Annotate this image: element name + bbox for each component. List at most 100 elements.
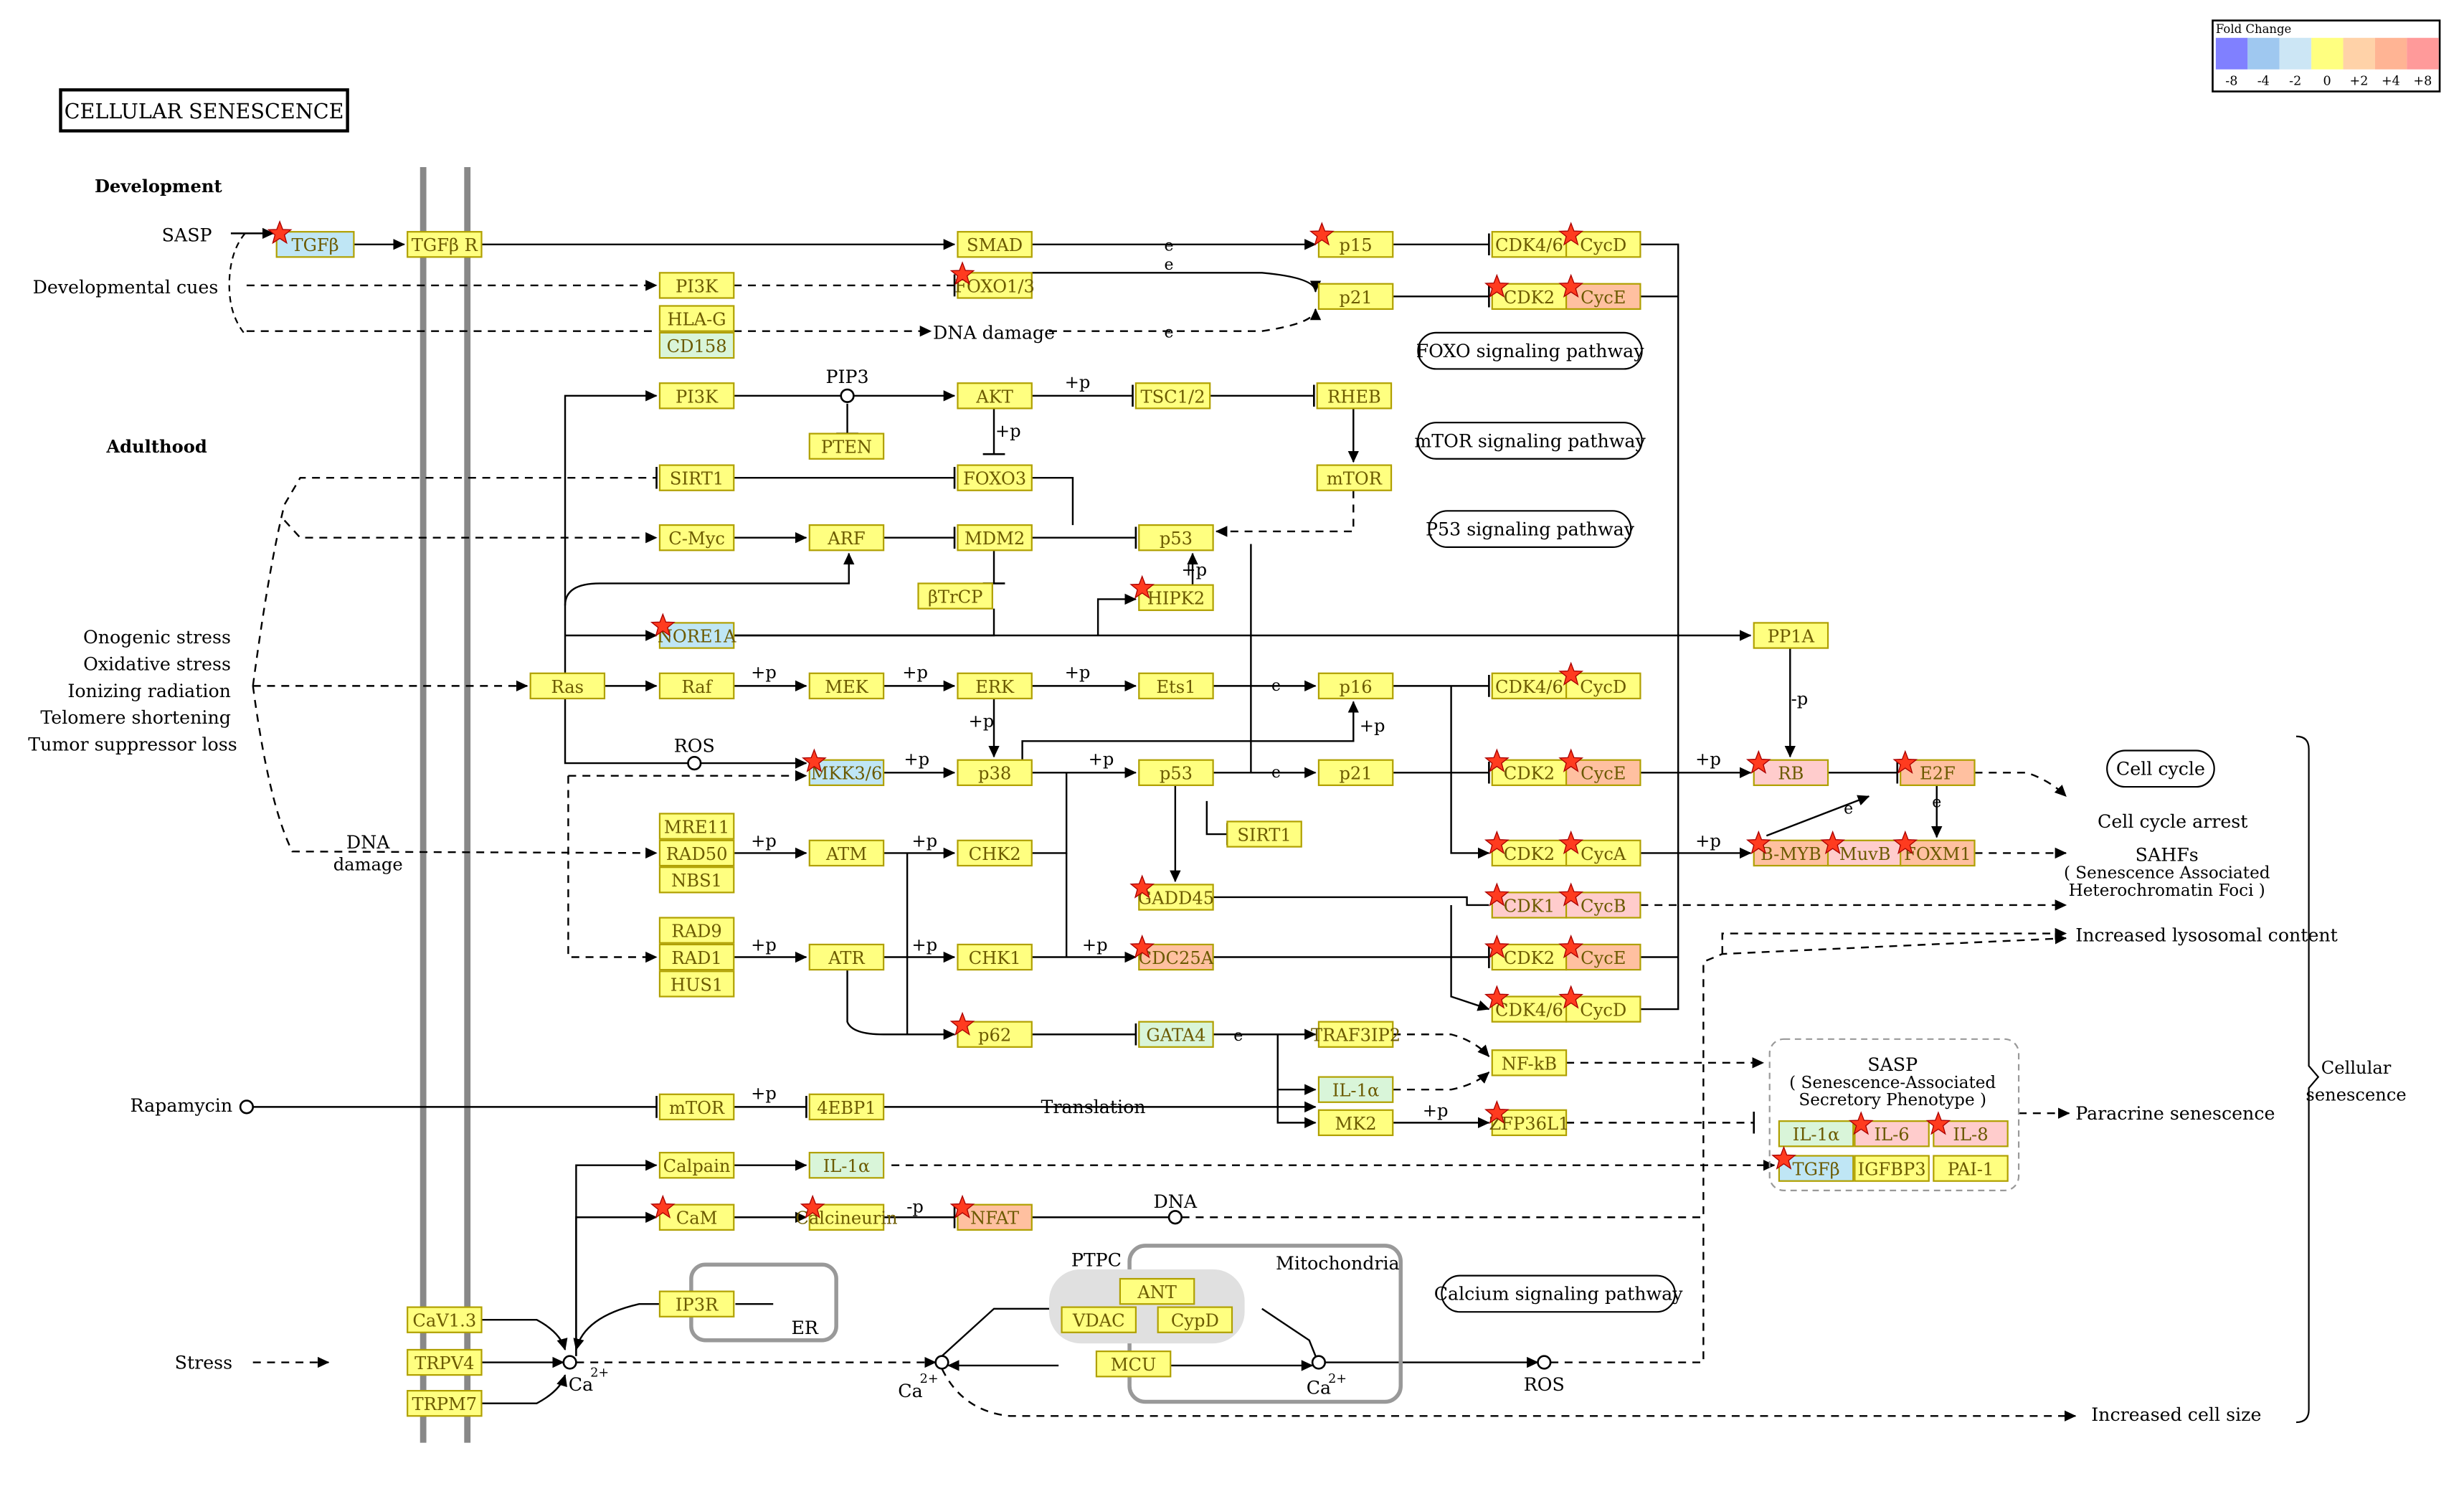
gene-mdm2[interactable]: MDM2 [957,524,1033,552]
gene-ebp1[interactable]: 4EBP1 [808,1093,885,1121]
gene-p21-a[interactable]: p21 [1317,283,1394,311]
gene-calcineurin[interactable]: Calcineurin [795,1203,898,1231]
gene-cdk46-a[interactable]: CDK4/6 [1491,231,1568,258]
gene-rad1[interactable]: RAD1 [658,943,735,971]
gene-pp1a[interactable]: PP1A [1753,622,1829,649]
gene-smad[interactable]: SMAD [957,231,1033,258]
gene-gata4[interactable]: GATA4 [1138,1021,1214,1048]
gene-hus1[interactable]: HUS1 [658,970,735,998]
gene-akt[interactable]: AKT [957,382,1033,410]
gene-cypd[interactable]: CypD [1157,1306,1233,1333]
gene-nfkb[interactable]: NF-kB [1491,1049,1568,1077]
gene-sirt1-b[interactable]: SIRT1 [1226,820,1302,848]
gene-zfp[interactable]: ZFP36L1 [1489,1109,1569,1137]
gene-p53-b[interactable]: p53 [1138,759,1214,786]
gene-il8[interactable]: IL-8 [1933,1120,2009,1148]
gene-sirt1-a[interactable]: SIRT1 [658,464,735,491]
gene-trpv4[interactable]: TRPV4 [407,1348,483,1376]
gene-il1a-c[interactable]: IL-1α [808,1152,885,1179]
label-t-adulthood: Adulthood [105,436,207,457]
gene-cmyc[interactable]: C-Myc [658,524,735,552]
gene-cdk2-b[interactable]: CDK2 [1491,759,1568,786]
gene-cdk46-c[interactable]: CDK4/6 [1491,995,1568,1023]
gene-rb[interactable]: RB [1753,759,1829,786]
gene-cd158[interactable]: CD158 [658,331,735,359]
gene-bmyb[interactable]: B-MYB [1753,839,1829,867]
gene-ras[interactable]: Ras [529,672,606,700]
pathway-link-p53[interactable]: P53 signaling pathway [1426,510,1635,548]
gene-p16[interactable]: p16 [1317,672,1394,700]
gene-cdc25a[interactable]: CDC25A [1138,943,1214,971]
gene-cav13[interactable]: CaV1.3 [407,1306,483,1333]
label-t-er: ER [791,1318,818,1338]
gene-tgfb[interactable]: TGFβ [275,231,355,258]
gene-pi3k-1[interactable]: PI3K [658,272,735,299]
gene-mkk[interactable]: MKK3/6 [808,759,885,786]
gene-nbs1[interactable]: NBS1 [658,866,735,894]
pathway-link-mtor[interactable]: mTOR signaling pathway [1414,422,1646,460]
gene-cycd-b[interactable]: CycD [1565,672,1641,700]
gene-btrcp[interactable]: βTrCP [917,582,993,610]
gene-trpm7[interactable]: TRPM7 [407,1390,483,1417]
gene-chk2[interactable]: CHK2 [957,839,1033,867]
gene-atm[interactable]: ATM [808,839,885,867]
pathway-link-calcium[interactable]: Calcium signaling pathway [1434,1274,1684,1313]
gene-e2f[interactable]: E2F [1900,759,1976,786]
gene-hlag[interactable]: HLA-G [658,305,735,332]
gene-igfbp3[interactable]: IGFBP3 [1854,1155,1930,1182]
gene-mtor-b[interactable]: mTOR [658,1093,735,1121]
gene-gadd45[interactable]: GADD45 [1138,884,1214,911]
gene-cycd-c[interactable]: CycD [1565,995,1641,1023]
gene-raf[interactable]: Raf [658,672,735,700]
gene-p38[interactable]: p38 [957,759,1033,786]
gene-tgfbr[interactable]: TGFβ R [407,231,483,258]
gene-mre11[interactable]: MRE11 [658,813,735,840]
gene-cyca[interactable]: CycA [1565,839,1641,867]
gene-cam[interactable]: CaM [658,1203,735,1231]
gene-mtor-a[interactable]: mTOR [1316,464,1393,491]
gene-rad9[interactable]: RAD9 [658,917,735,944]
gene-pai1[interactable]: PAI-1 [1933,1155,2009,1182]
gene-ant[interactable]: ANT [1119,1277,1195,1305]
gene-arf[interactable]: ARF [808,524,885,552]
gene-cycd-a[interactable]: CycD [1565,231,1641,258]
gene-mcu[interactable]: MCU [1095,1350,1172,1378]
gene-traf[interactable]: TRAF3IP2 [1311,1021,1401,1048]
gene-nfat[interactable]: NFAT [957,1203,1033,1231]
gene-il1a-b[interactable]: IL-1α [1778,1120,1854,1148]
gene-mk2[interactable]: MK2 [1317,1109,1394,1137]
gene-mek[interactable]: MEK [808,672,885,700]
gene-cyce-c[interactable]: CycE [1565,943,1641,971]
gene-cycb[interactable]: CycB [1565,891,1641,919]
gene-p15[interactable]: p15 [1317,231,1394,258]
gene-cdk1[interactable]: CDK1 [1491,891,1568,919]
gene-nore1a[interactable]: NORE1A [658,622,736,649]
gene-foxo3[interactable]: FOXO3 [957,464,1033,491]
gene-ip3r[interactable]: IP3R [658,1290,735,1318]
gene-foxm1[interactable]: FOXM1 [1900,839,1976,867]
gene-il1a-a[interactable]: IL-1α [1317,1076,1394,1103]
gene-chk1[interactable]: CHK1 [957,943,1033,971]
gene-p21-b[interactable]: p21 [1317,759,1394,786]
gene-erk[interactable]: ERK [957,672,1033,700]
gene-cdk2-d[interactable]: CDK2 [1491,943,1568,971]
gene-cyce-a[interactable]: CycE [1565,283,1641,311]
gene-atr[interactable]: ATR [808,943,885,971]
gene-cdk46-b[interactable]: CDK4/6 [1491,672,1568,700]
gene-hipk2[interactable]: HIPK2 [1138,584,1214,611]
gene-rad50[interactable]: RAD50 [658,839,735,867]
gene-ets1[interactable]: Ets1 [1138,672,1214,700]
gene-rheb[interactable]: RHEB [1316,382,1393,410]
gene-cyce-b[interactable]: CycE [1565,759,1641,786]
gene-tsc[interactable]: TSC1/2 [1134,382,1211,410]
gene-pten[interactable]: PTEN [808,432,885,460]
pathway-link-foxo[interactable]: FOXO signaling pathway [1416,331,1645,370]
gene-p62[interactable]: p62 [957,1021,1033,1048]
gene-cdk2-c[interactable]: CDK2 [1491,839,1568,867]
gene-vdac[interactable]: VDAC [1061,1306,1137,1333]
pathway-link-cellcycle[interactable]: Cell cycle [2106,749,2215,788]
gene-p53-a[interactable]: p53 [1138,524,1214,552]
gene-calpain[interactable]: Calpain [658,1152,735,1179]
gene-pi3k-2[interactable]: PI3K [658,382,735,410]
gene-tgfb2[interactable]: TGFβ [1778,1155,1854,1182]
